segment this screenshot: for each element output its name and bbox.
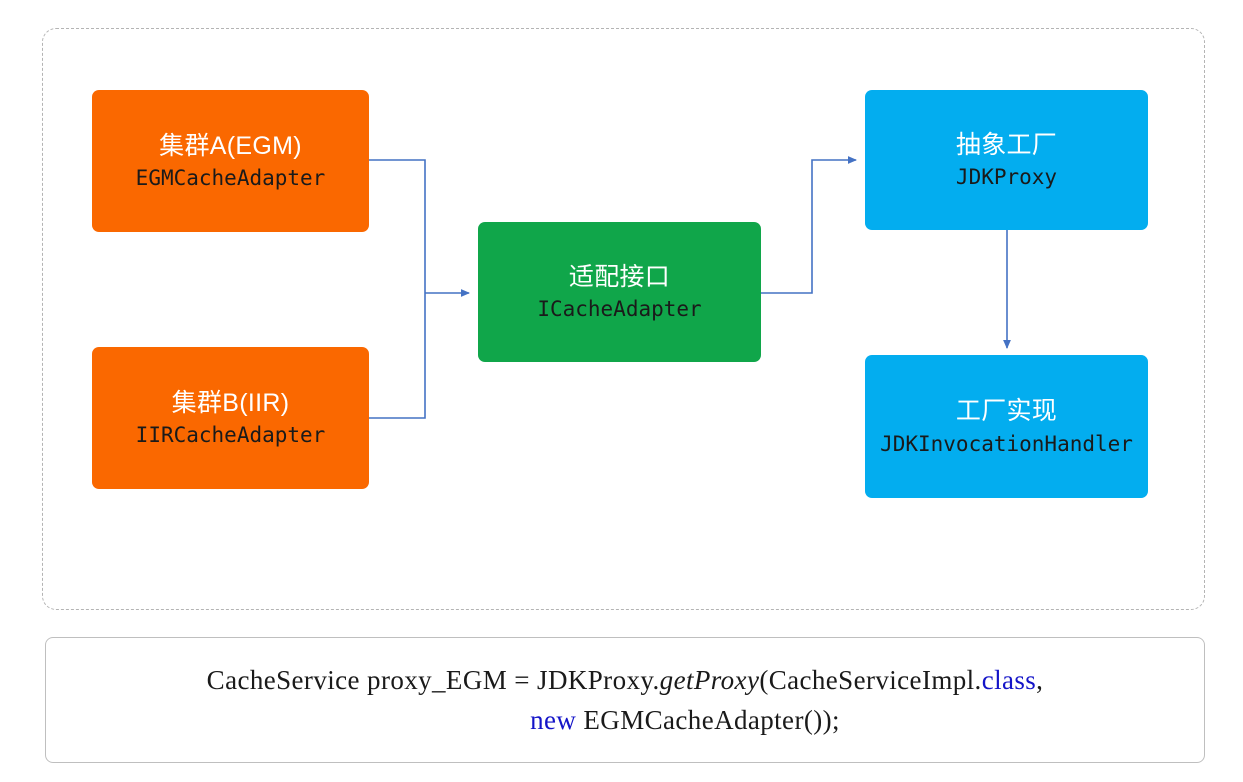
code-line-1-part1: CacheService proxy_EGM = JDKProxy. <box>206 664 660 695</box>
code-line-1-part2: (CacheServiceImpl. <box>759 664 982 695</box>
node-abstract-factory-title: 抽象工厂 <box>955 130 1058 159</box>
code-line-2-keyword-new: new <box>530 705 577 735</box>
node-cluster-a-subtitle: EGMCacheAdapter <box>135 166 326 191</box>
node-cluster-a-title: 集群A(EGM) <box>159 131 302 160</box>
node-factory-implementation-subtitle: JDKInvocationHandler <box>880 431 1133 456</box>
code-snippet-box: CacheService proxy_EGM = JDKProxy.getPro… <box>45 637 1205 763</box>
node-cluster-b-title: 集群B(IIR) <box>171 388 290 417</box>
architecture-group-container <box>42 28 1205 610</box>
node-adapter-interface[interactable]: 适配接口 ICacheAdapter <box>478 222 761 362</box>
node-adapter-interface-title: 适配接口 <box>568 262 671 291</box>
code-line-1-keyword-class: class <box>981 664 1037 695</box>
code-line-2: new EGMCacheAdapter()); <box>410 700 840 741</box>
node-factory-implementation[interactable]: 工厂实现 JDKInvocationHandler <box>865 355 1148 498</box>
node-cluster-b[interactable]: 集群B(IIR) IIRCacheAdapter <box>92 347 369 489</box>
code-line-1-part3: , <box>1036 664 1044 695</box>
node-cluster-a[interactable]: 集群A(EGM) EGMCacheAdapter <box>92 90 369 232</box>
node-cluster-b-subtitle: IIRCacheAdapter <box>135 423 326 448</box>
code-line-1-method: getProxy <box>659 664 760 695</box>
code-line-2-rest: EGMCacheAdapter()); <box>576 705 840 735</box>
node-abstract-factory[interactable]: 抽象工厂 JDKProxy <box>865 90 1148 230</box>
node-factory-implementation-title: 工厂实现 <box>955 397 1058 426</box>
node-adapter-interface-subtitle: ICacheAdapter <box>537 297 702 322</box>
node-abstract-factory-subtitle: JDKProxy <box>955 165 1058 190</box>
code-line-1: CacheService proxy_EGM = JDKProxy.getPro… <box>207 660 1044 701</box>
